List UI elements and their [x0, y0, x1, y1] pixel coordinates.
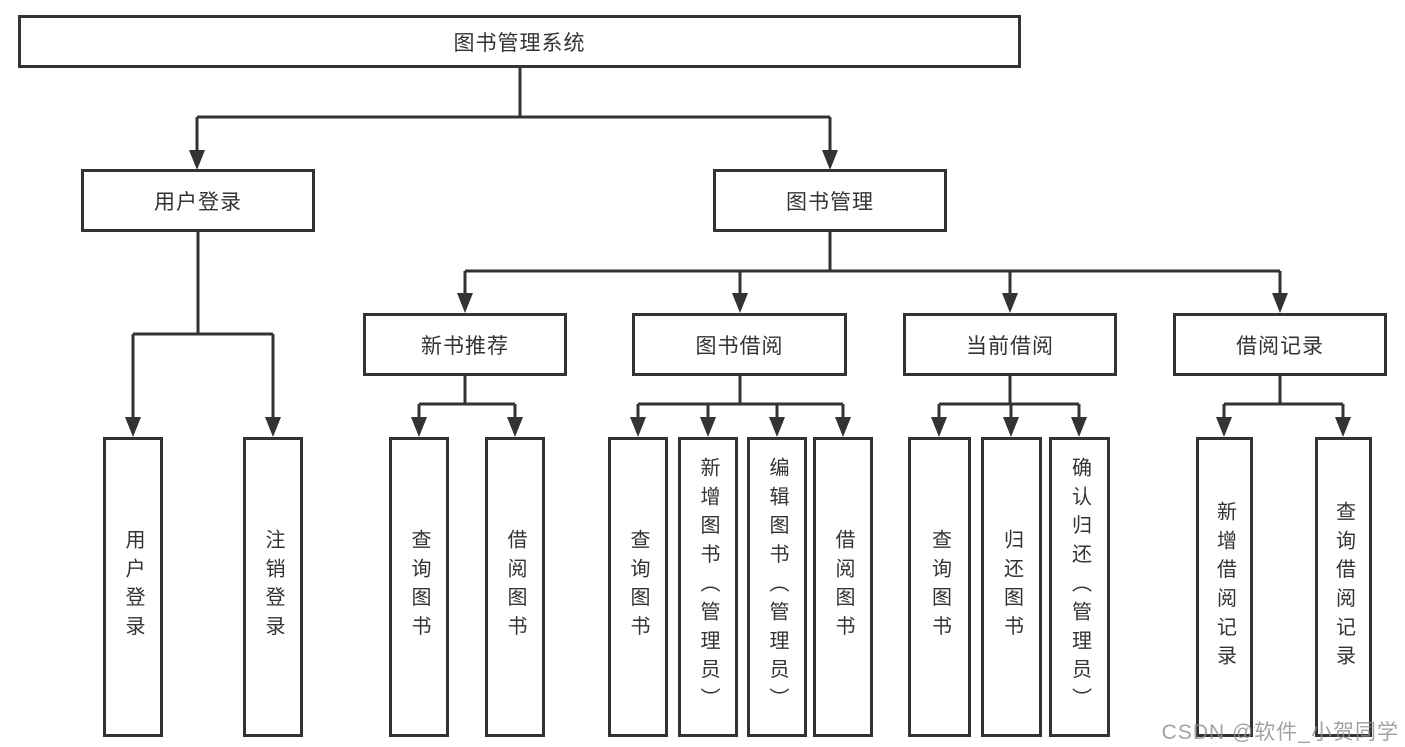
node-borrow-records-label: 借阅记录 [1236, 334, 1324, 358]
node-user-login-label: 用户登录 [154, 190, 242, 214]
leaf-recommend-query-book: 查询图书 [389, 437, 449, 737]
node-borrow-records: 借阅记录 [1173, 313, 1387, 376]
node-current-borrow-label: 当前借阅 [966, 334, 1054, 358]
leaf-confirm-return-admin-label: 确认归还（管理员） [1068, 457, 1091, 717]
leaf-edit-book-admin-label: 编辑图书（管理员） [766, 457, 788, 717]
csdn-watermark: CSDN @软件_小贺同学 [1161, 721, 1399, 744]
leaf-recommend-borrow-book-label: 借阅图书 [504, 529, 526, 645]
leaf-logout-label: 注销登录 [262, 529, 284, 645]
leaf-add-borrow-record: 新增借阅记录 [1196, 437, 1253, 737]
leaf-confirm-return-admin: 确认归还（管理员） [1049, 437, 1110, 737]
arrowheads [125, 150, 1351, 437]
node-root-label: 图书管理系统 [453, 31, 586, 55]
node-root: 图书管理系统 [18, 15, 1021, 68]
leaf-add-book-admin-label: 新增图书（管理员） [697, 457, 719, 717]
node-book-management: 图书管理 [713, 169, 947, 232]
leaf-borrow-book: 借阅图书 [813, 437, 873, 737]
leaf-borrow-query-book: 查询图书 [608, 437, 668, 737]
node-book-borrow: 图书借阅 [632, 313, 847, 376]
leaf-current-query-book: 查询图书 [908, 437, 971, 737]
connector-rails [131, 66, 1345, 419]
leaf-query-borrow-record: 查询借阅记录 [1315, 437, 1372, 737]
node-user-login: 用户登录 [81, 169, 315, 232]
node-book-borrow-label: 图书借阅 [695, 334, 784, 358]
leaf-edit-book-admin: 编辑图书（管理员） [747, 437, 807, 737]
leaf-return-book-label: 归还图书 [1000, 529, 1023, 645]
leaf-add-borrow-record-label: 新增借阅记录 [1213, 500, 1236, 674]
leaf-query-borrow-record-label: 查询借阅记录 [1332, 500, 1355, 674]
node-new-book-recommend: 新书推荐 [363, 313, 567, 376]
leaf-recommend-borrow-book: 借阅图书 [485, 437, 545, 737]
node-new-book-recommend-label: 新书推荐 [421, 334, 509, 358]
leaf-user-login: 用户登录 [103, 437, 163, 737]
node-current-borrow: 当前借阅 [903, 313, 1117, 376]
leaf-recommend-query-book-label: 查询图书 [408, 529, 430, 645]
leaf-current-query-book-label: 查询图书 [928, 529, 951, 645]
leaf-borrow-book-label: 借阅图书 [832, 529, 854, 645]
leaf-user-login-label: 用户登录 [122, 529, 144, 645]
leaf-borrow-query-book-label: 查询图书 [627, 529, 649, 645]
leaf-return-book: 归还图书 [981, 437, 1042, 737]
leaf-logout: 注销登录 [243, 437, 303, 737]
node-book-management-label: 图书管理 [786, 190, 874, 214]
leaf-add-book-admin: 新增图书（管理员） [678, 437, 738, 737]
